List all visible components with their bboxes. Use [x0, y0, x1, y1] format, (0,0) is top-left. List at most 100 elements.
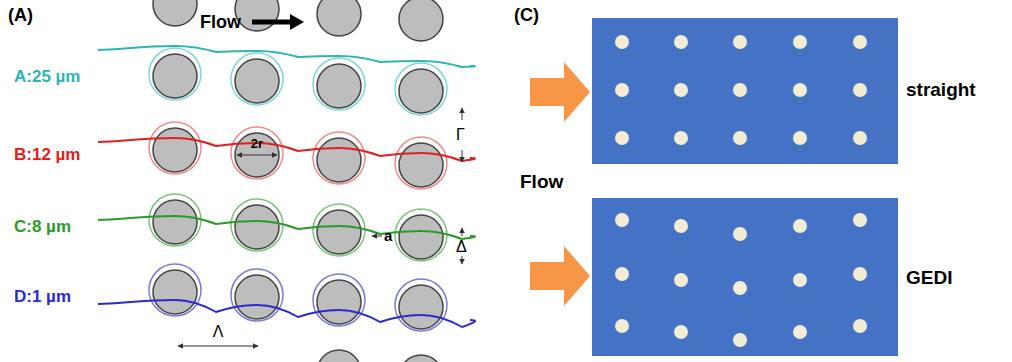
particle-size: C:8 µm	[14, 218, 71, 235]
post-dot	[793, 35, 807, 49]
panel-letter: (A)	[8, 6, 33, 24]
post-dot	[615, 83, 629, 97]
post-dot	[793, 219, 807, 233]
post-dot	[733, 131, 747, 145]
post-dot	[733, 35, 747, 49]
critical-ring	[395, 63, 447, 115]
critical-ring	[149, 194, 201, 246]
post	[317, 0, 361, 36]
post-dot	[615, 35, 629, 49]
flow-arrow	[252, 20, 292, 25]
shift-mark	[462, 228, 463, 236]
diameter-mark	[237, 155, 277, 156]
panel-letter: (C)	[514, 6, 539, 24]
diameter-label: 2r	[251, 137, 263, 150]
post	[317, 280, 361, 324]
post-dot	[853, 35, 867, 49]
post	[399, 143, 443, 187]
post	[317, 350, 361, 362]
post-dot	[793, 131, 807, 145]
post-dot	[615, 131, 629, 145]
post	[235, 59, 279, 103]
shift-label: Δ	[456, 239, 467, 255]
critical-ring	[231, 199, 283, 251]
post-dot	[615, 319, 629, 333]
post	[153, 54, 197, 98]
critical-ring	[231, 53, 283, 105]
period-label: Γ	[456, 127, 465, 143]
post-dot	[853, 267, 867, 281]
post	[235, 205, 279, 249]
flow-label: Flow	[520, 172, 563, 191]
post	[317, 64, 361, 108]
particle-trajectory	[98, 46, 475, 67]
particle-trajectory	[98, 138, 475, 161]
particle-trajectory	[98, 216, 475, 239]
post	[235, 133, 279, 177]
critical-ring	[149, 264, 201, 316]
trajectories	[98, 46, 475, 327]
flow-label: Flow	[200, 13, 241, 31]
post-dot	[674, 219, 688, 233]
post-dot	[793, 273, 807, 287]
post	[153, 128, 197, 172]
post-dot	[674, 83, 688, 97]
gedi-array	[592, 198, 898, 356]
post-dot	[733, 227, 747, 241]
critical-ring	[313, 58, 365, 110]
post-array	[149, 0, 447, 362]
pitch-mark	[178, 346, 258, 347]
post-dot	[615, 267, 629, 281]
post	[317, 138, 361, 182]
critical-ring	[313, 132, 365, 184]
post-dot	[853, 213, 867, 227]
flow-arrow	[530, 246, 590, 306]
pitch-label: Λ	[213, 324, 224, 340]
post	[153, 0, 197, 26]
shift-mark	[462, 256, 463, 264]
critical-ring	[231, 269, 283, 321]
particle-size: B:12 µm	[14, 146, 80, 163]
post-dot	[853, 319, 867, 333]
post	[235, 0, 279, 31]
critical-ring	[395, 209, 447, 261]
post	[235, 275, 279, 319]
post-dot	[793, 325, 807, 339]
post-dot	[674, 131, 688, 145]
critical-ring	[149, 122, 201, 174]
array-name: GEDI	[906, 268, 952, 287]
post	[317, 210, 361, 254]
post-dot	[733, 83, 747, 97]
post-dot	[733, 281, 747, 295]
critical-ring	[313, 274, 365, 326]
gap-label: a	[384, 228, 392, 243]
post	[399, 215, 443, 259]
critical-ring	[231, 127, 283, 179]
flow-arrowhead	[290, 14, 304, 30]
post-dots	[615, 35, 867, 347]
particle-size: A:25 µm	[14, 68, 80, 85]
straight-array	[592, 18, 898, 164]
gap-mark	[372, 236, 382, 237]
period-mark	[462, 108, 463, 120]
critical-ring	[149, 48, 201, 100]
post-dot	[853, 83, 867, 97]
post	[399, 69, 443, 113]
post-dot	[674, 35, 688, 49]
post	[399, 285, 443, 329]
post	[399, 355, 443, 362]
critical-ring	[395, 279, 447, 331]
flow-arrow	[530, 62, 590, 122]
post	[153, 270, 197, 314]
array-name: straight	[906, 80, 976, 99]
post	[153, 200, 197, 244]
critical-ring	[395, 137, 447, 189]
critical-ring	[313, 204, 365, 256]
post-dot	[674, 325, 688, 339]
post	[399, 0, 443, 41]
post-dot	[853, 131, 867, 145]
particle-trajectory	[98, 300, 475, 327]
post-dot	[793, 83, 807, 97]
